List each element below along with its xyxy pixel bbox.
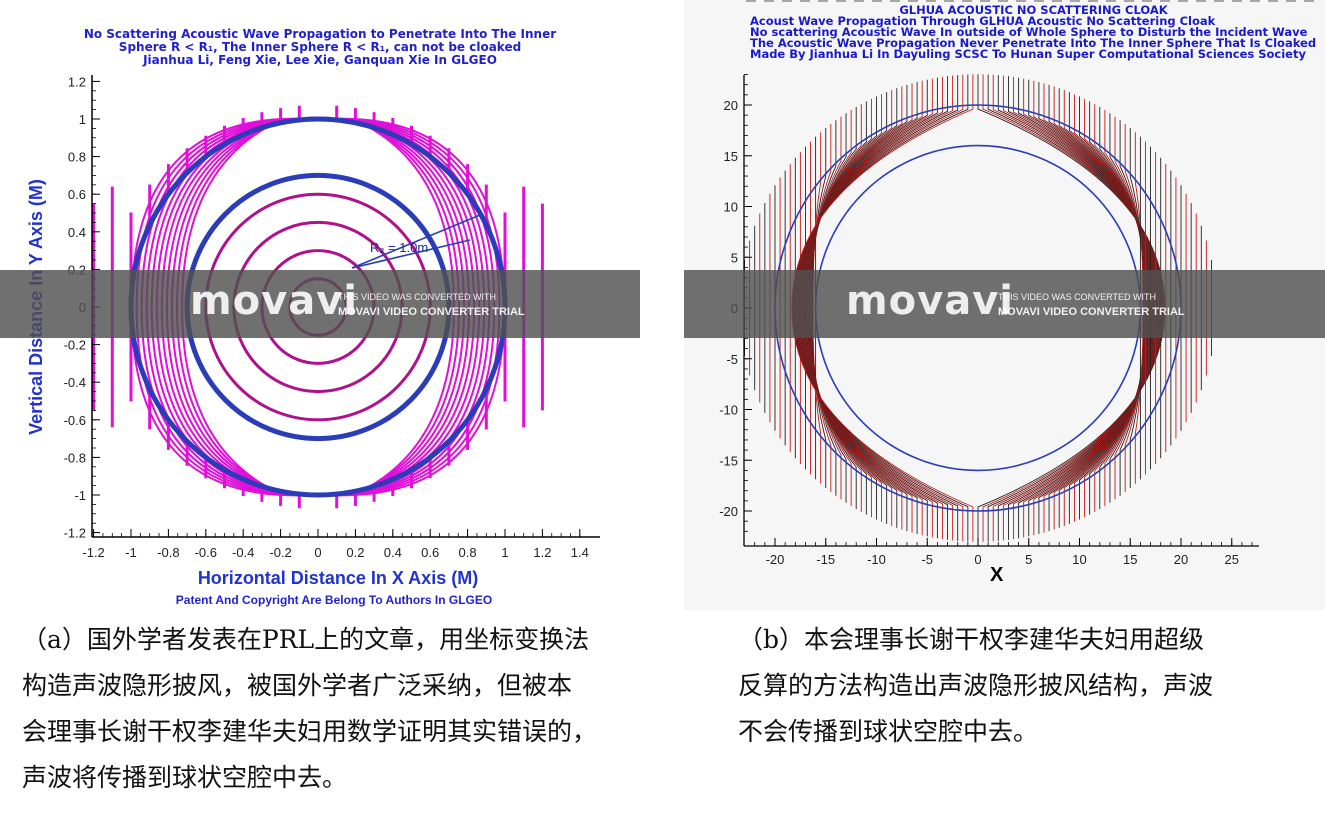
figure-a-title-line-1: No Scattering Acoustic Wave Propagation … [83, 27, 557, 41]
y-tick-label: 0.4 [68, 225, 86, 240]
figure-b-title-line-3: No scattering Acoustic Wave In outside o… [750, 25, 1308, 39]
y-tick-label: -0.6 [64, 413, 86, 428]
x-tick-label: 0 [974, 552, 981, 567]
x-tick-label: 0 [314, 545, 321, 560]
y-tick-label: -10 [719, 403, 738, 418]
watermark-band-a: movavi THIS VIDEO WAS CONVERTED WITH MOV… [0, 270, 640, 338]
caption-b-line: 反算的方法构造出声波隐形披风结构，声波 [738, 671, 1214, 700]
x-tick-label: 0.2 [346, 545, 364, 560]
x-tick-label: 25 [1225, 552, 1239, 567]
radius-arrow-2 [351, 239, 471, 269]
watermark-line-1: THIS VIDEO WAS CONVERTED WITH [998, 292, 1157, 302]
y-tick-label: 1 [79, 112, 86, 127]
x-tick-label: -0.6 [195, 545, 217, 560]
figure-a-annotation: R₂ = 1.0m [351, 214, 481, 269]
y-tick-label: -5 [726, 352, 738, 367]
movavi-logo: movavi [190, 278, 359, 324]
figure-b-title-line-5: Made By Jianhua Li In Dayuling SCSC To H… [750, 47, 1306, 61]
x-tick-label: -1 [125, 545, 137, 560]
y-tick-label: -0.4 [64, 375, 86, 390]
watermark-line-2: MOVAVI VIDEO CONVERTER TRIAL [998, 306, 1185, 318]
x-tick-label: 15 [1123, 552, 1137, 567]
y-tick-label: 20 [724, 98, 738, 113]
y-tick-label: -15 [719, 453, 738, 468]
watermark-line-2: MOVAVI VIDEO CONVERTER TRIAL [338, 306, 525, 318]
y-tick-label: -1.2 [64, 526, 86, 541]
y-tick-label: -1 [74, 488, 86, 503]
figure-a-footer: Patent And Copyright Are Belong To Autho… [176, 593, 492, 607]
x-tick-label: 20 [1174, 552, 1188, 567]
figure-b-axes: -20-15-10-5051015202520151050-5-10-15-20 [719, 74, 1259, 567]
x-tick-label: -0.2 [269, 545, 291, 560]
y-tick-label: -0.2 [64, 338, 86, 353]
radius-label: R₂ = 1.0m [370, 240, 428, 255]
y-tick-label: 10 [724, 200, 738, 215]
figure-a-axes: -1.2 -1 -0.8 -0.6 -0.4 -0.2 0 0.2 0.4 0.6 0.8 1 1.2 1… [64, 74, 600, 560]
figure-b-title-line-1: GLHUA ACOUSTIC NO SCATTERING CLOAK [899, 3, 1168, 17]
x-tick-label: 10 [1072, 552, 1086, 567]
caption-a-line: （a）国外学者发表在PRL上的文章，用坐标变换法 [22, 625, 590, 654]
x-tick-label: -20 [766, 552, 785, 567]
figure-a-title-line-3: Jianhua Li, Feng Xie, Lee Xie, Ganquan X… [143, 53, 497, 67]
x-tick-label: 1 [501, 545, 508, 560]
x-tick-label: -1.2 [82, 545, 104, 560]
x-tick-label: 0.6 [421, 545, 439, 560]
x-tick-label: -0.4 [232, 545, 254, 560]
figure-b: -20-15-10-5051015202520151050-5-10-15-20… [684, 0, 1325, 610]
caption-b-line: （b）本会理事长谢干权李建华夫妇用超级 [738, 625, 1205, 654]
watermark-line-1: THIS VIDEO WAS CONVERTED WITH [338, 292, 497, 302]
y-tick-label: 15 [724, 149, 738, 164]
caption-a-line: 构造声波隐形披风，被国外学者广泛采纳，但被本 [22, 671, 573, 700]
y-tick-label: 0.6 [68, 187, 86, 202]
y-tick-label: 1.2 [68, 74, 86, 89]
figure-a-x-axis-label: Horizontal Distance In X Axis (M) [198, 568, 478, 588]
y-tick-label: -20 [719, 504, 738, 519]
movavi-logo: movavi [846, 278, 1015, 324]
x-tick-label: 0.8 [459, 545, 477, 560]
caption-a-line: 声波将传播到球状空腔中去。 [22, 763, 348, 792]
figure-b-title-line-2: Acoust Wave Propagation Through GLHUA Ac… [750, 14, 1216, 28]
x-tick-label: -0.8 [157, 545, 179, 560]
x-tick-label: -10 [867, 552, 886, 567]
radius-arrow-1 [351, 214, 481, 269]
figure-b-title-line-4: The Acoustic Wave Propagation Never Pene… [750, 36, 1317, 50]
x-tick-label: 0.4 [384, 545, 402, 560]
caption-b: （b）本会理事长谢干权李建华夫妇用超级 反算的方法构造出声波隐形披风结构，声波 … [738, 617, 1213, 755]
watermark-band-b: movavi THIS VIDEO WAS CONVERTED WITH MOV… [684, 270, 1325, 338]
caption-a: （a）国外学者发表在PRL上的文章，用坐标变换法 构造声波隐形披风，被国外学者广… [22, 617, 597, 801]
figure-a-title-line-2: Sphere R < R₁, The Inner Sphere R < R₁, … [118, 40, 522, 54]
y-tick-label: 0.8 [68, 150, 86, 165]
caption-b-line: 不会传播到球状空腔中去。 [738, 717, 1039, 746]
figure-a: No Scattering Acoustic Wave Propagation … [0, 0, 640, 610]
figure-b-x-axis-label: X [990, 564, 1004, 586]
x-tick-label: 1.4 [571, 545, 589, 560]
x-tick-label: 1.2 [533, 545, 551, 560]
caption-a-line: 会理事长谢干权李建华夫妇用数学证明其实错误的， [22, 717, 598, 746]
x-tick-label: 5 [1025, 552, 1032, 567]
x-tick-label: -15 [816, 552, 835, 567]
y-tick-label: 5 [731, 250, 738, 265]
y-tick-label: -0.8 [64, 450, 86, 465]
x-tick-label: -5 [921, 552, 933, 567]
